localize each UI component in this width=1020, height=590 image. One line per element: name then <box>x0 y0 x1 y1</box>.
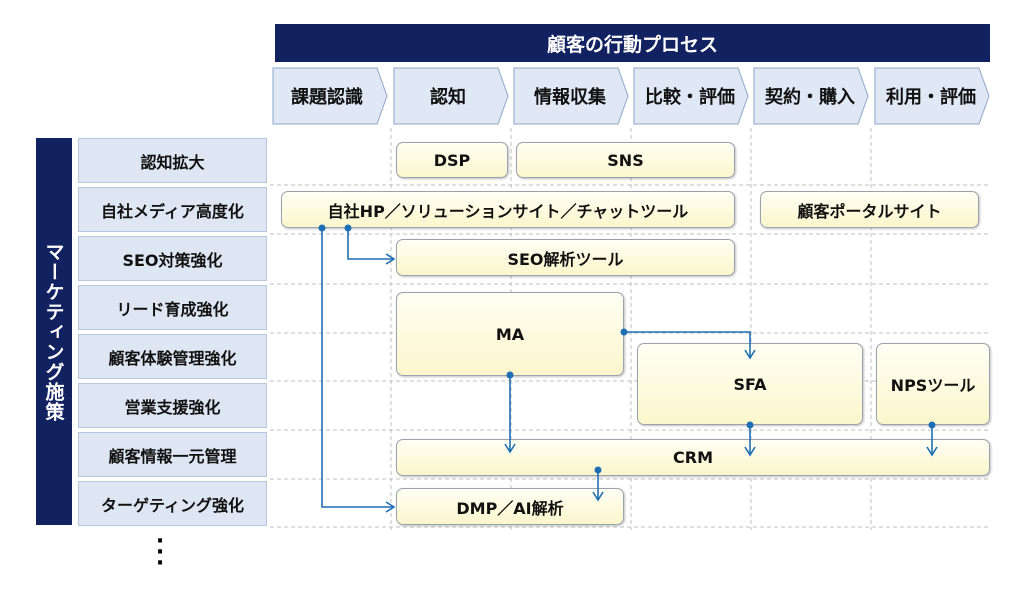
arrow-ownmedia-to-dmp <box>321 228 396 513</box>
stage-chevron-1 <box>272 67 388 125</box>
stage-chevron-4 <box>633 67 749 125</box>
stage-label-3: 情報収集 <box>534 87 606 108</box>
arrow-ma-to-sfa <box>624 331 756 360</box>
row-label-targeting: ターゲティング強化 <box>78 481 267 526</box>
row-label-own-media: 自社メディア高度化 <box>78 187 267 232</box>
marketing-measures-title: マーケティング施策 <box>42 241 65 422</box>
stage-chevron-3 <box>513 67 629 125</box>
arrow-ownmedia-to-seo <box>347 228 396 265</box>
row-label-awareness: 認知拡大 <box>78 138 267 183</box>
stage-chevrons <box>272 67 990 125</box>
stage-label-6: 利用・評価 <box>886 87 976 108</box>
row-label-sales-support: 営業支援強化 <box>78 383 267 428</box>
stage-label-1: 課題認識 <box>291 87 363 108</box>
stage-chevron-2 <box>393 67 509 125</box>
continuation-dots: ··· <box>155 529 165 576</box>
tool-seo-analysis: SEO解析ツール <box>396 239 735 276</box>
stage-label-2: 認知 <box>430 87 466 108</box>
process-title: 顧客の行動プロセス <box>546 33 718 56</box>
stage-label-5: 契約・購入 <box>765 87 855 108</box>
stage-chevron-5 <box>753 67 869 125</box>
row-label-customer-data: 顧客情報一元管理 <box>78 432 267 477</box>
tool-ma: MA <box>396 292 624 376</box>
stage-label-4: 比較・評価 <box>645 87 735 108</box>
tool-crm: CRM <box>396 439 990 476</box>
tool-nps: NPSツール <box>876 343 990 425</box>
tool-dmp-ai: DMP／AI解析 <box>396 488 624 525</box>
row-label-cx-management: 顧客体験管理強化 <box>78 334 267 379</box>
tool-sns: SNS <box>516 142 735 178</box>
marketing-measures-bar: マーケティング施策 <box>36 138 72 525</box>
stage-chevron-6 <box>874 67 990 125</box>
connector-dots <box>318 224 936 474</box>
row-label-seo: SEO対策強化 <box>78 236 267 281</box>
row-label-lead-nurturing: リード育成強化 <box>78 285 267 330</box>
tool-customer-portal: 顧客ポータルサイト <box>760 191 979 228</box>
tool-own-media: 自社HP／ソリューションサイト／チャットツール <box>281 191 735 228</box>
tool-dsp: DSP <box>396 142 508 178</box>
process-banner: 顧客の行動プロセス <box>275 24 990 62</box>
